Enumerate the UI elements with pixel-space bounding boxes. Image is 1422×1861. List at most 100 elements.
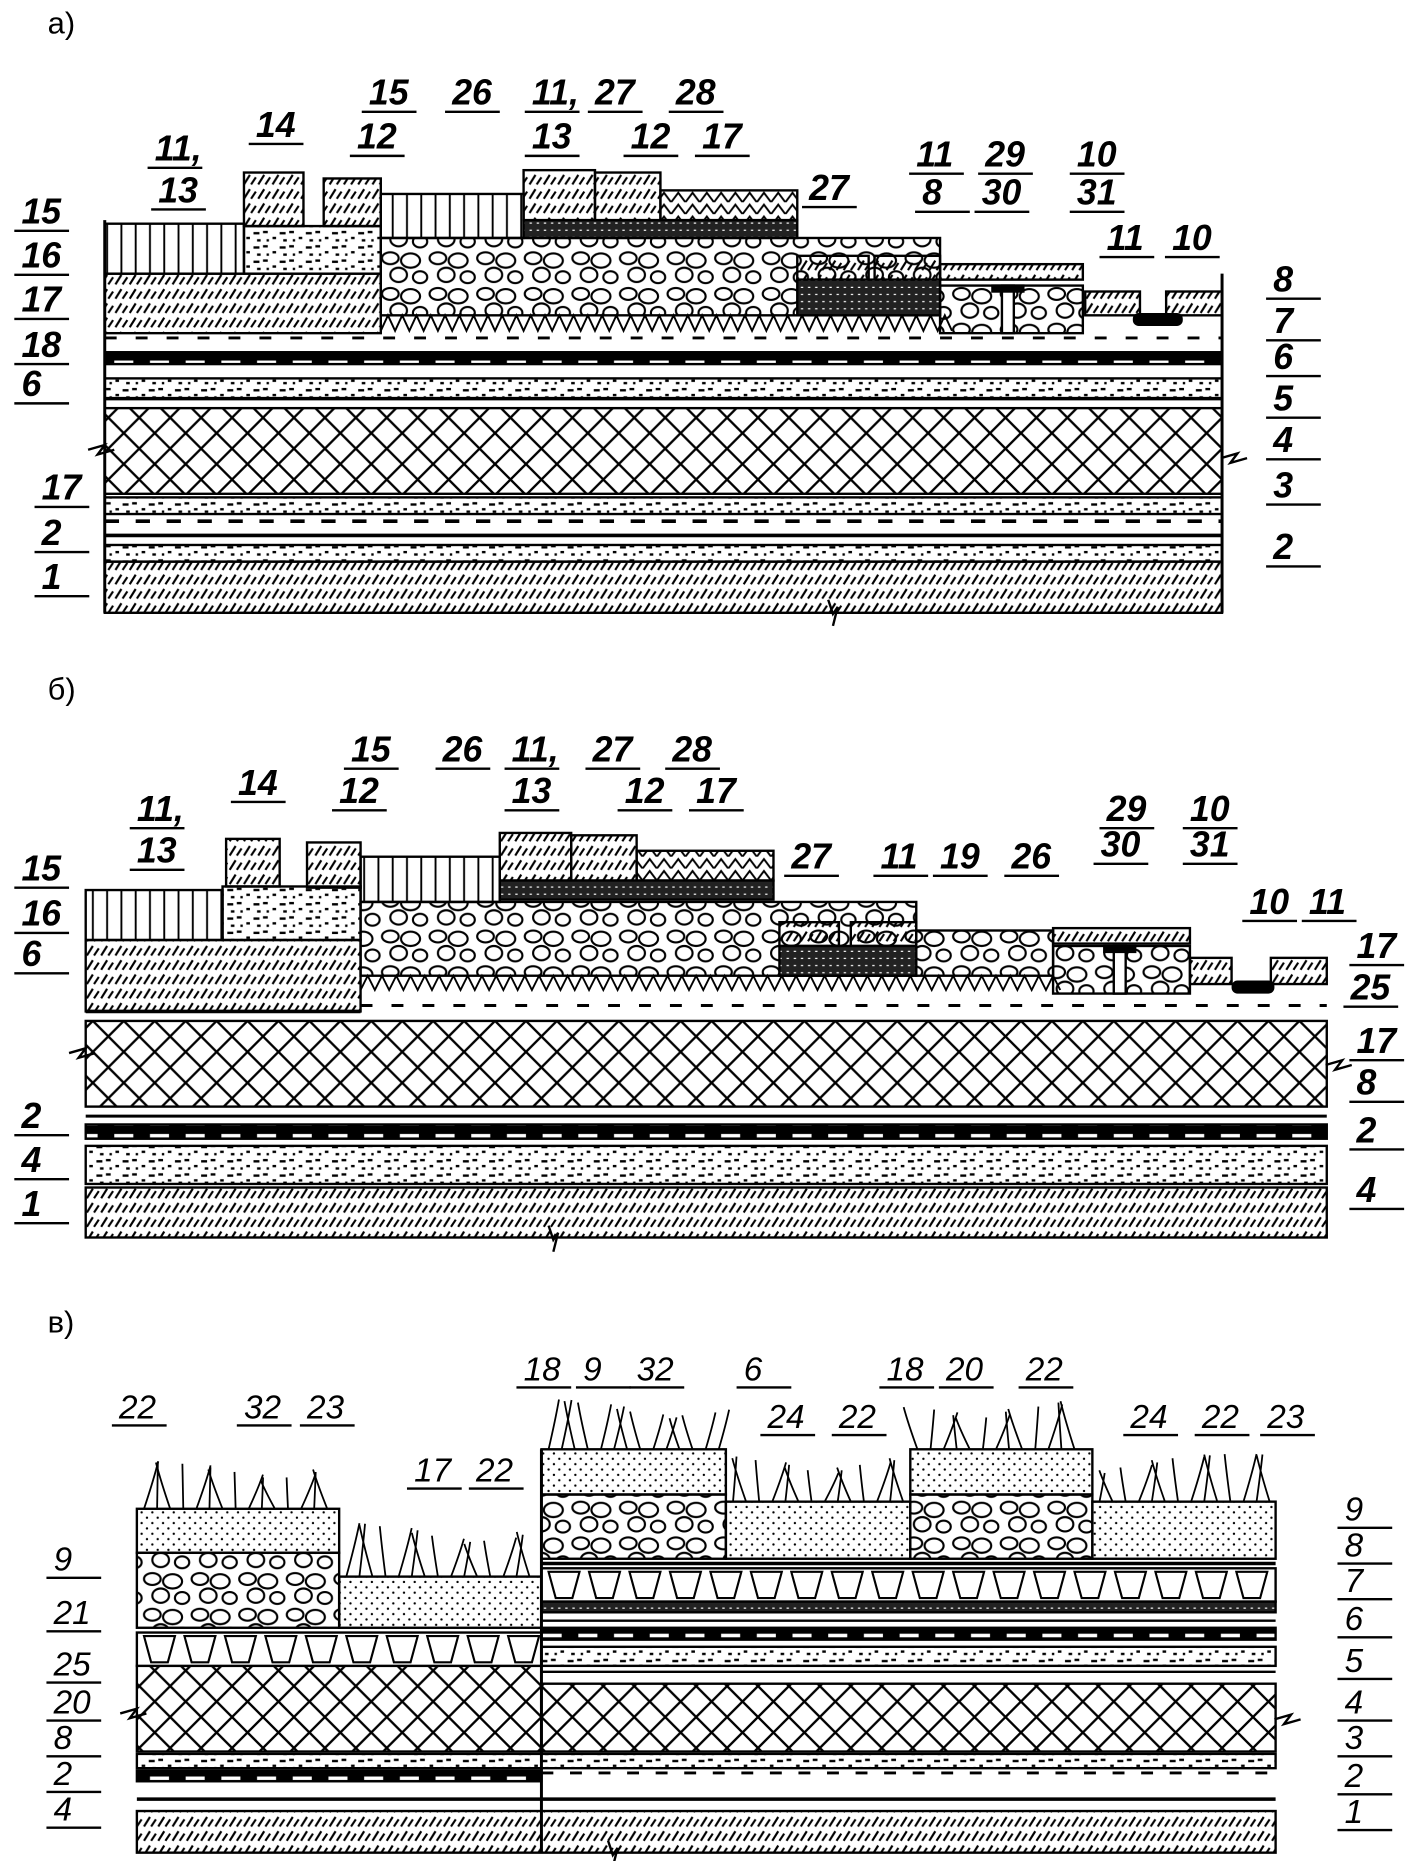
layer-5-insulation — [103, 406, 1224, 495]
reference-label: 18 — [524, 1351, 562, 1388]
reference-label: 1 — [21, 1184, 41, 1224]
grass-blade — [732, 1456, 738, 1502]
seal-10 — [1132, 312, 1183, 327]
reference-label: 17 — [414, 1452, 453, 1489]
grass-blade — [483, 1540, 492, 1577]
reference-label: 13 — [158, 170, 198, 210]
layer-15 — [103, 222, 246, 275]
reference-label: 20 — [53, 1684, 92, 1721]
grass-blade — [345, 1522, 361, 1577]
grass-blade — [181, 1463, 185, 1509]
drain-cell — [587, 1570, 622, 1600]
grass-blade — [358, 1523, 366, 1577]
grass-blade — [577, 1402, 589, 1450]
reference-label: 2 — [20, 1096, 41, 1136]
reference-label: 13 — [532, 117, 572, 157]
reference-label: 31 — [1077, 173, 1117, 213]
reference-label: 17 — [21, 280, 63, 320]
reference-label: 11, — [532, 73, 579, 113]
grass-blade — [515, 1531, 531, 1577]
reference-label: 8 — [1345, 1527, 1364, 1564]
reference-label: 19 — [940, 837, 980, 877]
break-mark — [119, 1706, 147, 1721]
reference-label: 30 — [1101, 825, 1141, 865]
drain-cell — [709, 1570, 743, 1600]
reference-label: 22 — [1201, 1399, 1240, 1436]
drain-cell — [1234, 1570, 1269, 1600]
layer-16 — [84, 938, 362, 1013]
grass-blade — [952, 1415, 958, 1450]
layer-4 — [103, 496, 1224, 516]
reference-label: 1 — [42, 557, 62, 597]
slab-11 — [873, 254, 942, 281]
reference-label: 23 — [1266, 1399, 1305, 1436]
reference-label: 4 — [1345, 1684, 1364, 1721]
grass-blade — [1171, 1458, 1179, 1502]
reference-label: 27 — [808, 168, 851, 208]
reference-label: 6 — [1273, 337, 1294, 377]
layer-25 — [135, 1664, 543, 1753]
reference-label: 18 — [887, 1351, 925, 1388]
layer-1-base — [135, 1809, 1277, 1854]
layer-22-soil — [1091, 1500, 1277, 1560]
layer-18 — [540, 1626, 1277, 1641]
reference-label: 15 — [21, 192, 62, 232]
reference-label: 13 — [137, 831, 177, 871]
reference-label: 32 — [637, 1351, 675, 1388]
reference-label: 22 — [1025, 1351, 1064, 1388]
reference-label: 20 — [945, 1351, 984, 1388]
drain-post — [1112, 944, 1127, 995]
drain-cell — [789, 1570, 824, 1600]
reference-label: 8 — [54, 1720, 73, 1757]
reference-label: 6 — [1345, 1601, 1364, 1638]
reference-label: 2 — [1356, 1110, 1377, 1150]
layer-1-base — [103, 560, 1224, 614]
reference-label: 5 — [1273, 379, 1294, 419]
grass-blade — [259, 1479, 276, 1510]
reference-label: 15 — [369, 73, 410, 113]
reference-label: 8 — [1273, 260, 1293, 300]
reference-label: 27 — [790, 837, 833, 877]
grass-blade — [1098, 1470, 1114, 1503]
layer-27 — [522, 218, 799, 240]
reference-label: 24 — [767, 1399, 805, 1436]
reference-label: 2 — [41, 513, 62, 553]
reference-label: 6 — [21, 364, 42, 404]
reference-label: 21 — [53, 1595, 91, 1632]
drain-cell — [749, 1570, 784, 1600]
drain-cell — [628, 1570, 662, 1600]
grass-blade — [1255, 1454, 1264, 1502]
reference-label: 8 — [922, 173, 942, 213]
grass-blade — [1137, 1464, 1153, 1502]
grass-blade — [1150, 1459, 1166, 1502]
grass-blade — [1203, 1454, 1219, 1502]
slab-11-13 — [242, 171, 305, 228]
layer-6 — [540, 1645, 1277, 1668]
reference-label: 9 — [1345, 1492, 1364, 1529]
grass-blade — [313, 1471, 317, 1509]
reference-label: 11, — [137, 789, 184, 829]
reference-label: 12 — [631, 117, 671, 157]
reference-label: 8 — [1357, 1063, 1377, 1103]
reference-label: 28 — [671, 730, 712, 770]
slab-11-13 — [305, 841, 362, 889]
reference-label: 32 — [244, 1389, 282, 1426]
drain-cell — [223, 1635, 258, 1664]
drain-cap — [1103, 944, 1137, 954]
slab-11 — [1084, 290, 1142, 317]
layer-29-30 — [1051, 926, 1192, 945]
grass-blade — [247, 1474, 264, 1510]
grass-blade — [410, 1530, 419, 1577]
grass-blade — [1004, 1411, 1010, 1450]
grass-blade — [704, 1412, 717, 1450]
slab-11 — [849, 920, 918, 948]
reference-label: 14 — [256, 105, 296, 145]
reference-label: 9 — [54, 1542, 73, 1579]
reference-label: 27 — [592, 730, 635, 770]
drain-cell — [304, 1635, 339, 1664]
grass-blade — [1223, 1454, 1232, 1502]
grass-blade — [783, 1467, 800, 1503]
grass-blade — [397, 1527, 413, 1577]
layer-9-gravel — [135, 1551, 341, 1629]
